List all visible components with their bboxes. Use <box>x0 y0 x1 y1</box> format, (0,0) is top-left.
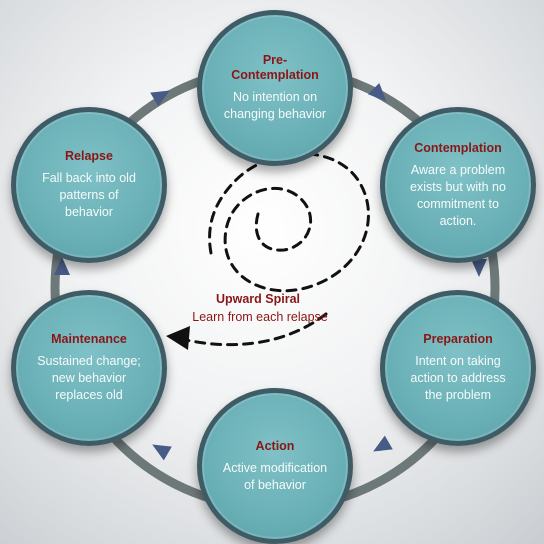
arrow-icon <box>373 435 393 452</box>
arrow-icon <box>150 90 170 107</box>
spiral-subtitle: Learn from each relapse <box>192 310 328 324</box>
stage-relapse: Relapse Fall back into old patterns of b… <box>11 107 167 263</box>
stage-description: Fall back into old patterns of behavior <box>42 171 136 219</box>
stage-title: Contemplation <box>414 140 502 155</box>
stage-description: Intent on taking action to address the p… <box>410 354 506 402</box>
stage-title: Pre- Contemplation <box>231 53 319 82</box>
stage-title: Relapse <box>65 149 113 163</box>
spiral-title: Upward Spiral <box>215 292 301 306</box>
stage-title: Maintenance <box>51 332 127 346</box>
stage-action: Action Active modification of behavior <box>197 388 353 544</box>
arrow-icon <box>367 82 387 102</box>
arrow-icon <box>54 257 70 275</box>
stage-description: No intention on changing behavior <box>223 90 327 121</box>
stage-contemplation: Contemplation Aware a problem exists but… <box>380 107 536 263</box>
upward-spiral-path <box>208 152 370 293</box>
stage-description: Aware a problem exists but with no commi… <box>410 162 506 228</box>
stage-description: Active modification of behavior <box>222 460 328 492</box>
stage-title: Preparation <box>423 332 493 346</box>
arrow-icon <box>471 259 487 277</box>
stage-pre-contemplation: Pre- Contemplation No intention on chang… <box>197 10 353 166</box>
stage-description: Sustained change; new behavior replaces … <box>37 354 141 402</box>
upward-spiral-tail <box>184 312 328 347</box>
spiral-arrowhead-icon <box>166 326 190 350</box>
stage-preparation: Preparation Intent on taking action to a… <box>380 290 536 446</box>
arrow-icon <box>152 444 172 461</box>
stage-maintenance: Maintenance Sustained change; new behavi… <box>11 290 167 446</box>
stage-title: Action <box>255 438 295 453</box>
